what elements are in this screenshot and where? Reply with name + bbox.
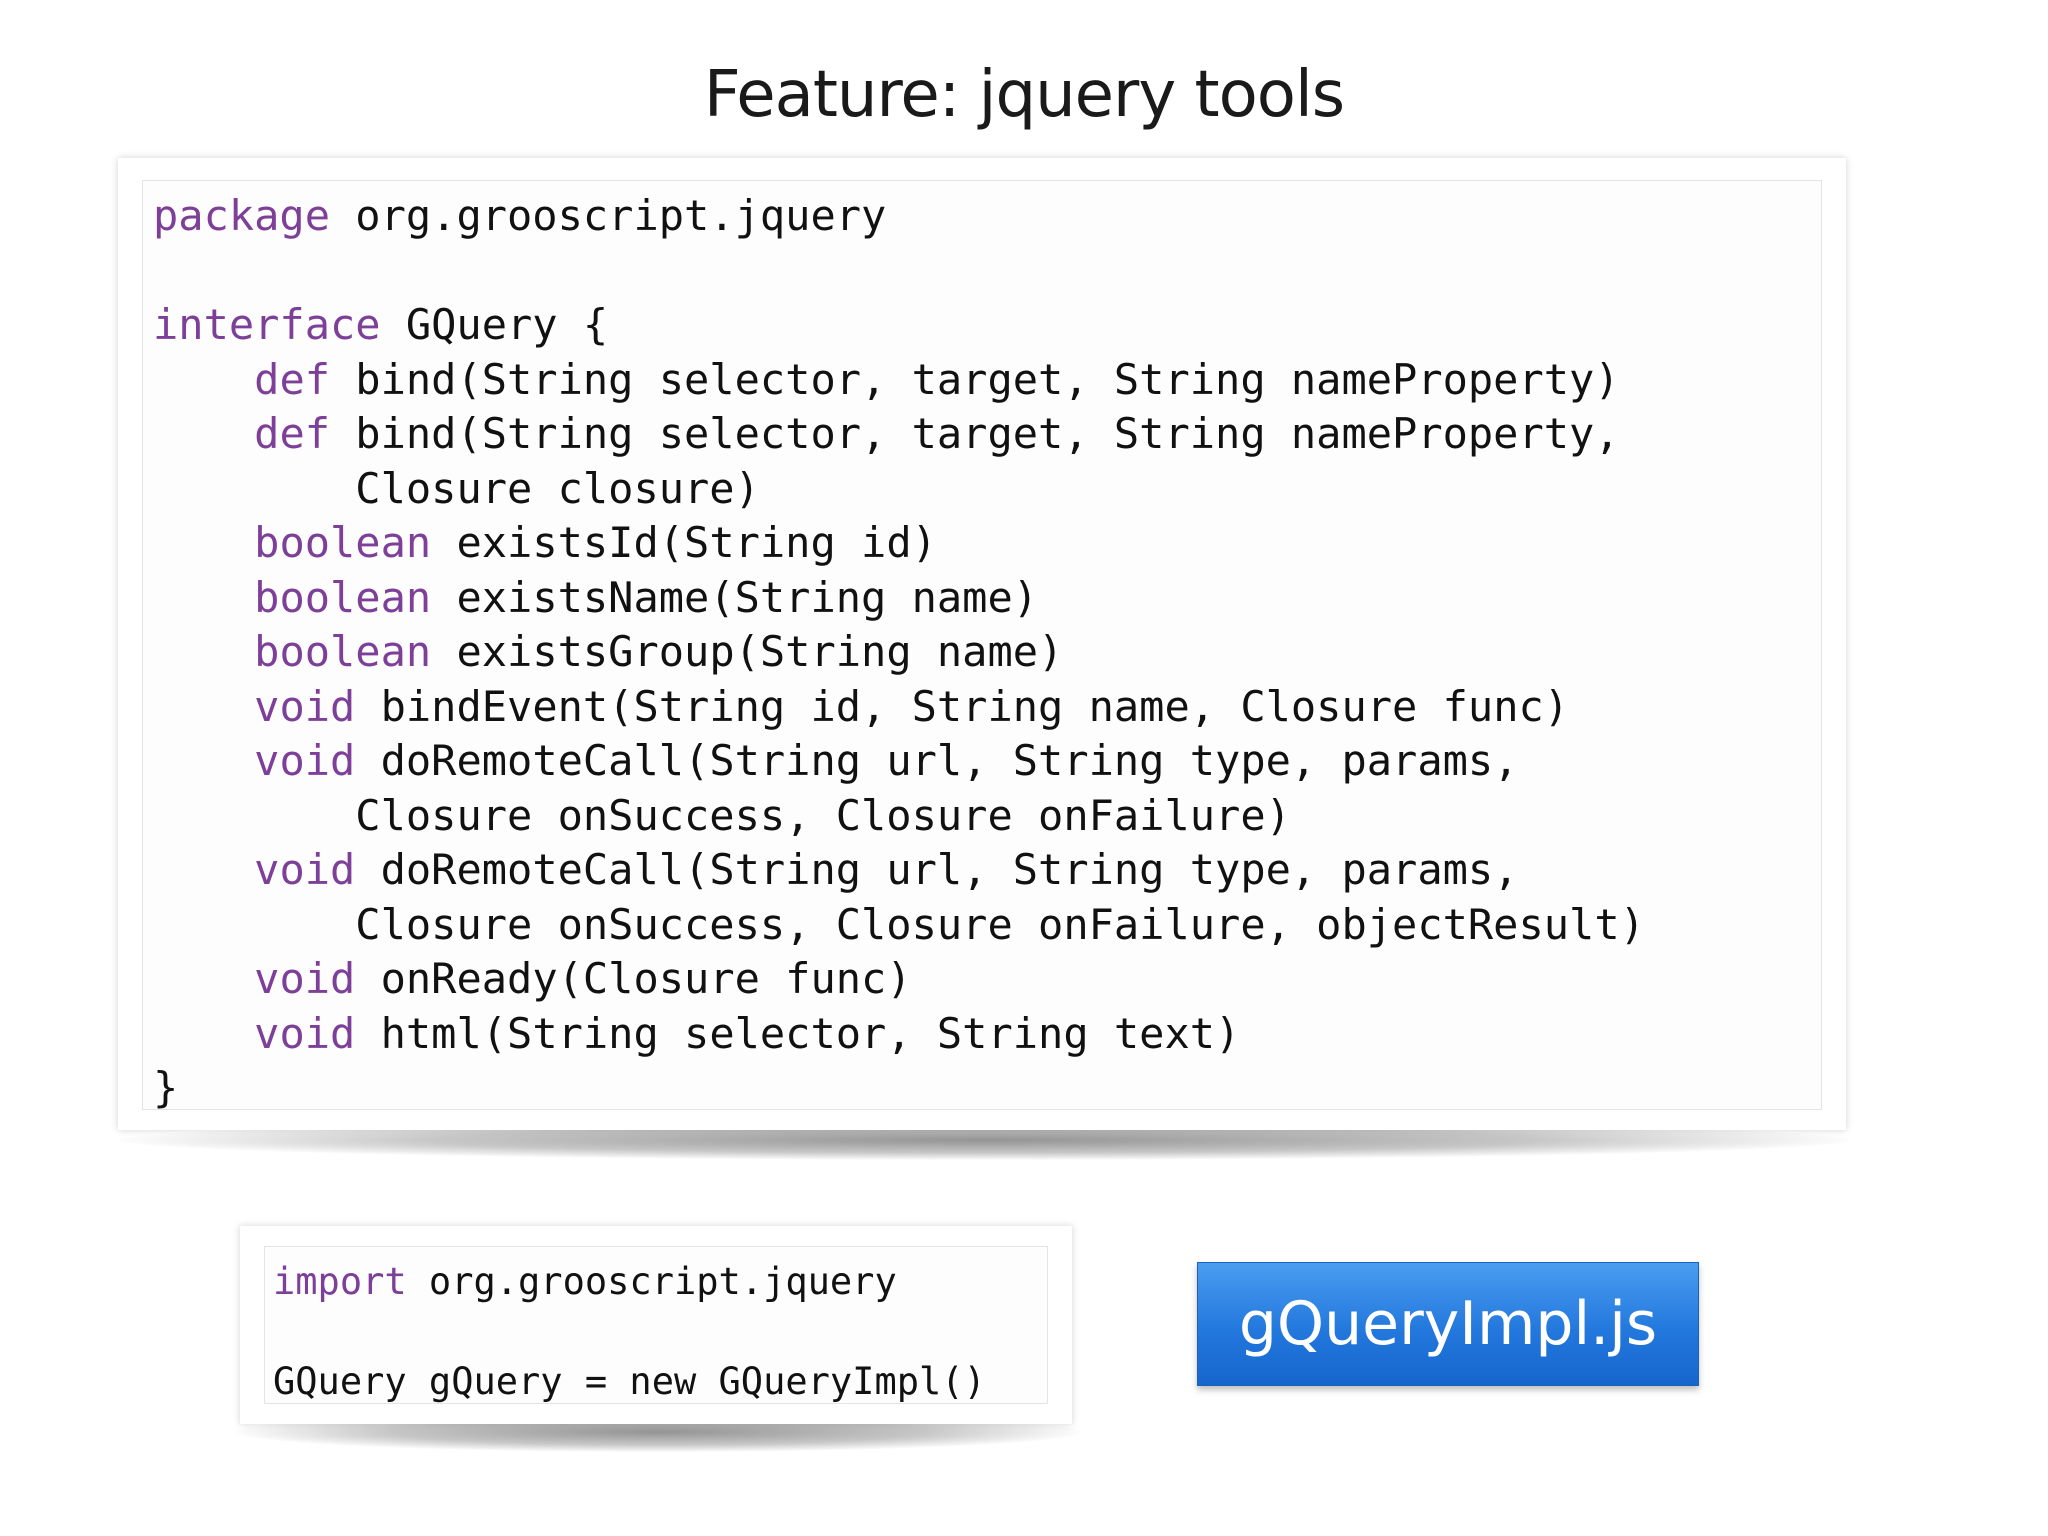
- code-text: Closure closure): [330, 463, 760, 513]
- code-text: GQuery {: [380, 300, 609, 349]
- code-line: Closure onSuccess, Closure onFailure): [153, 789, 1821, 844]
- code-line: void html(String selector, String text): [153, 1007, 1821, 1062]
- code-line: void doRemoteCall(String url, String typ…: [153, 843, 1821, 898]
- code-text: Closure onSuccess, Closure onFailure): [330, 790, 1291, 840]
- code-text: bindEvent(String id, String name, Closur…: [355, 681, 1570, 731]
- code-keyword: boolean: [254, 627, 432, 676]
- code-keyword: import: [273, 1260, 407, 1303]
- code-keyword: void: [254, 736, 356, 785]
- code-keyword: def: [254, 354, 331, 404]
- code-line: boolean existsId(String id): [153, 516, 1821, 571]
- interface-code-block: package org.grooscript.jquery interface G…: [142, 180, 1822, 1112]
- code-keyword: boolean: [254, 572, 432, 622]
- code-text: bind(String selector, target, String nam…: [330, 354, 1620, 404]
- code-line: [273, 1307, 1047, 1357]
- code-text: bind(String selector, target, String nam…: [330, 409, 1620, 458]
- code-keyword: void: [254, 681, 356, 731]
- code-line: def bind(String selector, target, String…: [153, 353, 1821, 408]
- code-text: GQuery gQuery = new GQueryImpl(): [273, 1360, 986, 1403]
- code-text: existsGroup(String name): [431, 627, 1064, 676]
- code-keyword: void: [254, 954, 356, 1003]
- code-keyword: interface: [153, 300, 381, 349]
- code-keyword: boolean: [254, 518, 432, 567]
- code-line: void onReady(Closure func): [153, 952, 1821, 1007]
- code-keyword: void: [254, 845, 356, 894]
- code-line: }: [153, 1061, 1821, 1116]
- slide-title: Feature: jquery tools: [703, 58, 1345, 132]
- code-line: package org.grooscript.jquery: [153, 189, 1821, 244]
- code-line: boolean existsGroup(String name): [153, 625, 1821, 680]
- code-keyword: package: [153, 191, 331, 240]
- code-text: Closure onSuccess, Closure onFailure, ob…: [330, 899, 1645, 949]
- code-keyword: def: [254, 409, 331, 458]
- code-text: }: [153, 1063, 179, 1112]
- code-line: void bindEvent(String id, String name, C…: [153, 680, 1821, 735]
- code-line: def bind(String selector, target, String…: [153, 407, 1821, 462]
- code-line: void doRemoteCall(String url, String typ…: [153, 734, 1821, 789]
- code-line: GQuery gQuery = new GQueryImpl(): [273, 1357, 1047, 1407]
- code-text: doRemoteCall(String url, String type, pa…: [355, 736, 1519, 785]
- code-line: import org.grooscript.jquery: [273, 1257, 1047, 1307]
- code-text: org.grooscript.jquery: [330, 191, 887, 240]
- gqueryimpl-js-button[interactable]: gQueryImpl.js: [1197, 1262, 1699, 1386]
- code-line: [153, 244, 1821, 299]
- code-line: Closure closure): [153, 462, 1821, 517]
- code-text: existsId(String id): [431, 518, 937, 567]
- code-text: doRemoteCall(String url, String type, pa…: [355, 845, 1519, 894]
- code-line: boolean existsName(String name): [153, 571, 1821, 626]
- code-text: html(String selector, String text): [355, 1008, 1241, 1058]
- code-line: interface GQuery {: [153, 298, 1821, 353]
- code-line: Closure onSuccess, Closure onFailure, ob…: [153, 898, 1821, 953]
- code-keyword: void: [254, 1008, 356, 1058]
- code-text: existsName(String name): [431, 572, 1039, 622]
- code-text: org.grooscript.jquery: [406, 1260, 897, 1303]
- code-text: onReady(Closure func): [355, 954, 912, 1003]
